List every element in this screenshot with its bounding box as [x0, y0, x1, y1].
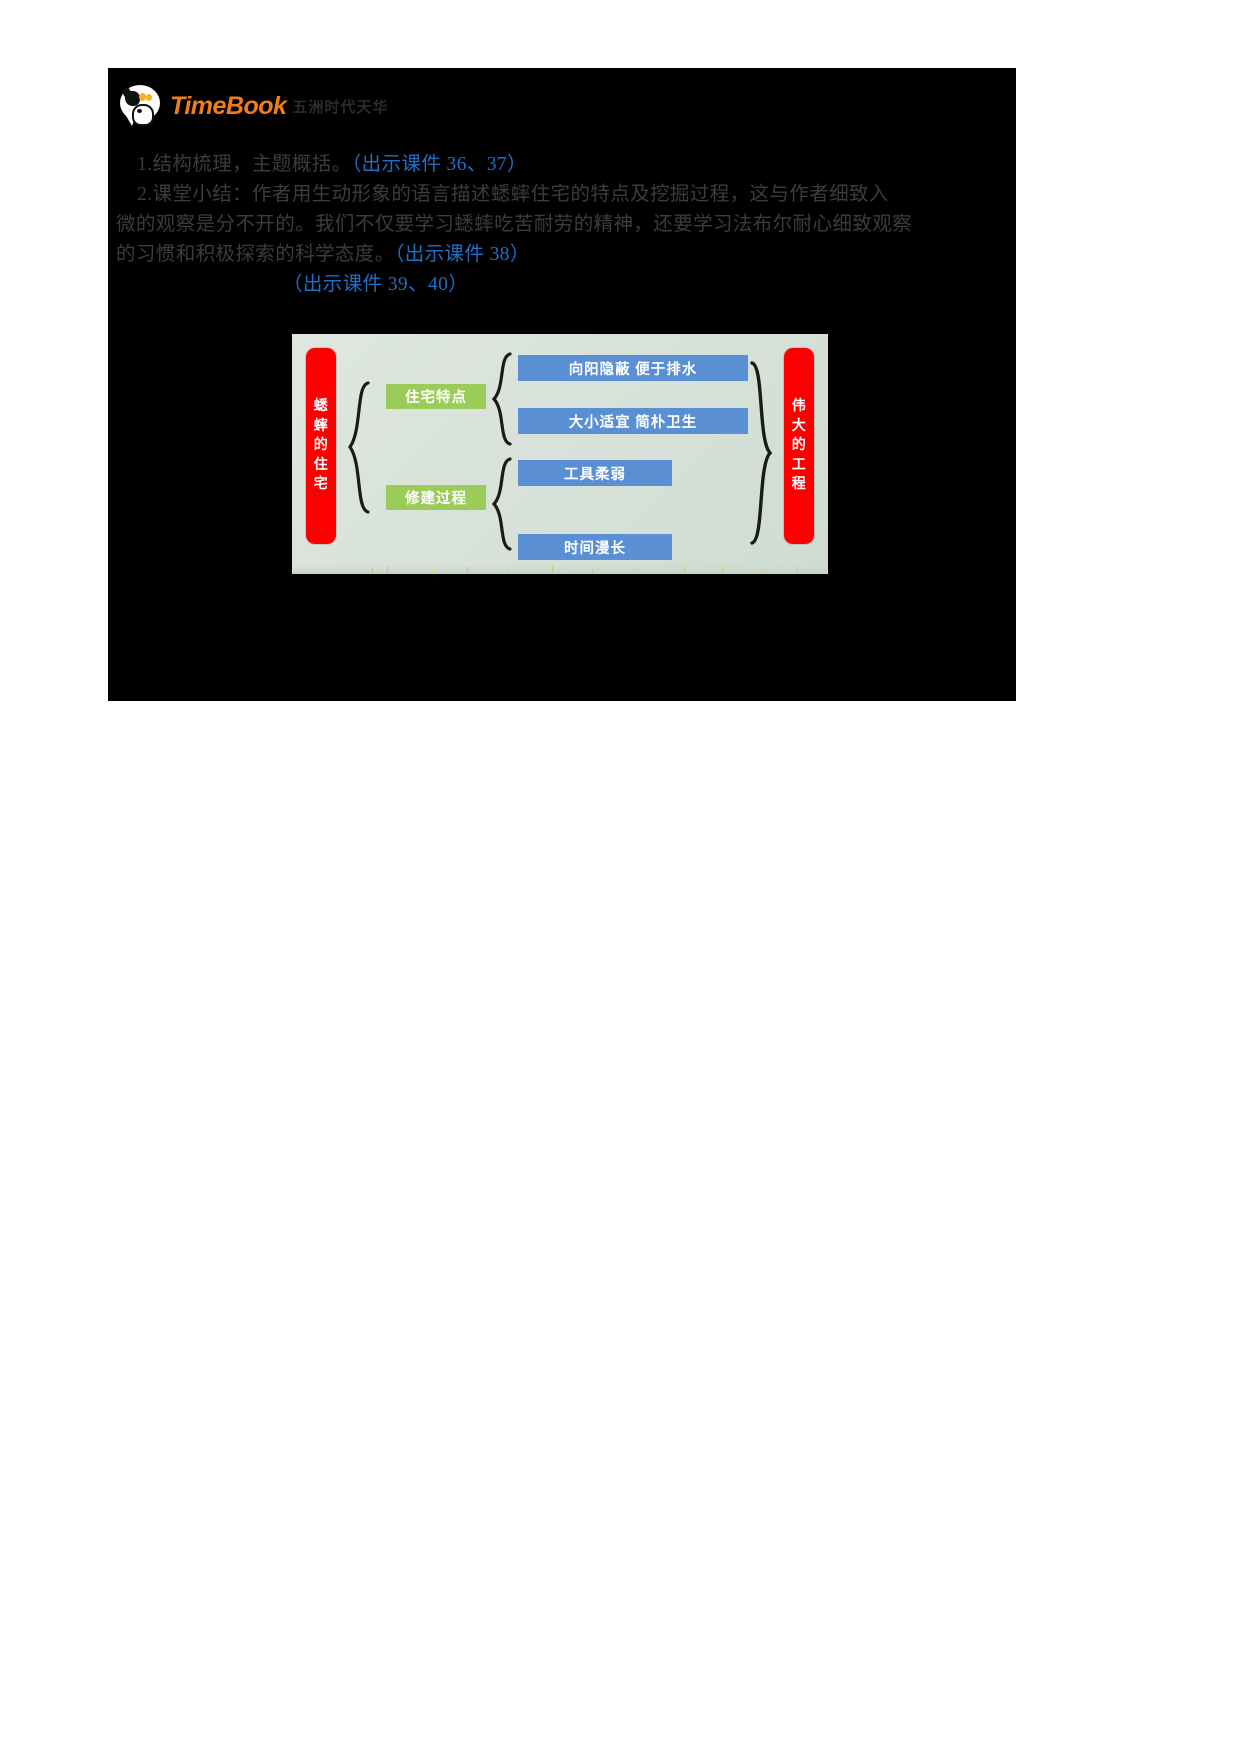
lesson-line-5-courseware-note: （出示课件 39、40）: [283, 274, 469, 295]
lesson-line-4: 的习惯和积极探索的科学态度。（出示课件 38）: [108, 240, 1016, 270]
brace-category-1: [490, 351, 514, 447]
diagram-category-2: 修建过程: [386, 485, 486, 510]
root-left-char-3: 的: [313, 438, 329, 454]
category-2-label: 修建过程: [405, 491, 467, 507]
brand-name: TimeBook: [170, 91, 287, 120]
structure-mindmap-diagram: 蟋 蟀 的 住 宅 住宅特点 修建过程: [292, 334, 828, 574]
detail-2-label: 大小适宜 简朴卫生: [568, 414, 698, 431]
detail-3-label: 工具柔弱: [564, 466, 626, 483]
diagram-detail-2: 大小适宜 简朴卫生: [518, 408, 748, 434]
detail-1-label: 向阳隐蔽 便于排水: [568, 361, 698, 378]
root-right-char-3: 的: [791, 438, 807, 454]
lesson-line-3: 微的观察是分不开的。我们不仅要学习蟋蟀吃苦耐劳的精神，还要学习法布尔耐心细致观察: [116, 214, 913, 235]
category-1-label: 住宅特点: [405, 390, 467, 406]
root-right-char-5: 程: [791, 477, 807, 493]
detail-4-label: 时间漫长: [564, 540, 626, 557]
diagram-detail-4: 时间漫长: [518, 534, 672, 560]
lesson-line-4-main: 的习惯和积极探索的科学态度。: [116, 244, 395, 265]
lesson-line-1-main: 1.结构梳理，主题概括。: [116, 154, 352, 175]
root-right-char-1: 伟: [791, 399, 807, 415]
root-left-char-4: 住: [313, 457, 329, 473]
diagram-root-right: 伟 大 的 工 程: [784, 348, 814, 544]
lesson-line-1: 1.结构梳理，主题概括。（出示课件 36、37）: [108, 150, 1016, 180]
lesson-line-1-courseware-note: （出示课件 36、37）: [351, 154, 527, 175]
grass-decoration: [292, 564, 828, 574]
brace-conclusion: [748, 360, 774, 546]
brace-root: [346, 380, 372, 515]
root-right-char-4: 工: [791, 457, 807, 473]
brand-subtitle: 五洲时代天华: [292, 98, 389, 116]
root-left-char-2: 蟀: [313, 418, 329, 434]
root-left-char-1: 蟋: [313, 399, 329, 415]
brace-category-2: [490, 456, 514, 552]
timebook-dog-logo-icon: [118, 84, 162, 128]
presentation-slide: TimeBook 五洲时代天华 1.结构梳理，主题概括。（出示课件 36、37）…: [108, 68, 1016, 701]
lesson-line-2: 2.课堂小结：作者用生动形象的语言描述蟋蟀住宅的特点及挖掘过程，这与作者细致入: [116, 184, 889, 205]
root-left-char-5: 宅: [313, 477, 329, 493]
lesson-line-4-courseware-note: （出示课件 38）: [394, 244, 530, 265]
diagram-category-1: 住宅特点: [386, 384, 486, 409]
root-right-char-2: 大: [791, 418, 807, 434]
brand-logo-bar: TimeBook 五洲时代天华: [118, 82, 388, 130]
lesson-text-block: 1.结构梳理，主题概括。（出示课件 36、37） 2.课堂小结：作者用生动形象的…: [108, 150, 1016, 300]
diagram-detail-3: 工具柔弱: [518, 460, 672, 486]
diagram-detail-1: 向阳隐蔽 便于排水: [518, 355, 748, 381]
diagram-root-left: 蟋 蟀 的 住 宅: [306, 348, 336, 544]
